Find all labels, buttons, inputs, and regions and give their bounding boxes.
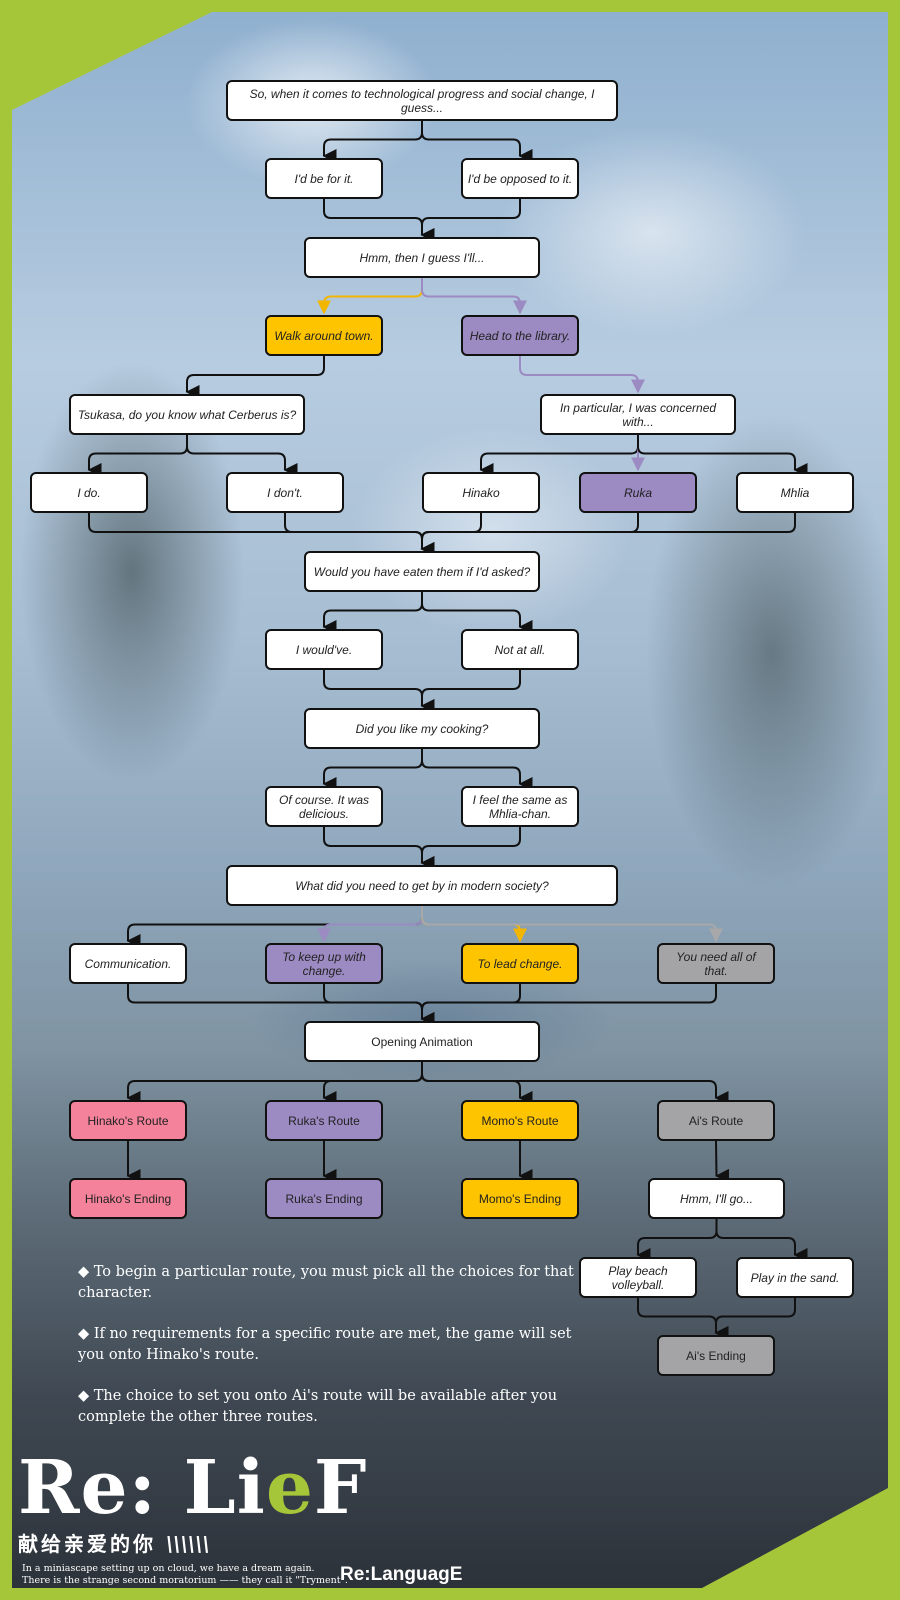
route-notes: ◆ To begin a particular route, you must … bbox=[78, 1262, 583, 1448]
node-comm: Communication. bbox=[69, 943, 187, 984]
edge-q2-to-walk bbox=[317, 278, 423, 315]
edge-q3-to-idont bbox=[186, 435, 298, 477]
node-keep: To keep up with change. bbox=[265, 943, 383, 984]
edge-q4-to-mhlia bbox=[637, 435, 808, 477]
node-ido: I do. bbox=[30, 472, 148, 513]
edge-q3-to-ido bbox=[87, 435, 188, 477]
node-notall: Not at all. bbox=[461, 629, 579, 670]
note-1: ◆ To begin a particular route, you must … bbox=[78, 1264, 574, 1301]
edge-walk-to-q3 bbox=[185, 356, 325, 399]
edge-a2-to-q2 bbox=[420, 199, 521, 242]
edge-a1-to-q2 bbox=[323, 199, 435, 242]
node-q2: Hmm, then I guess I'll... bbox=[304, 237, 540, 278]
node-hr: Hinako's Route bbox=[69, 1100, 187, 1141]
node-same: I feel the same as Mhlia-chan. bbox=[461, 786, 579, 827]
edge-q6-to-same bbox=[421, 749, 533, 791]
edge-q5-to-notall bbox=[421, 592, 533, 634]
edge-op-to-rr bbox=[322, 1062, 423, 1105]
logo-title-part1: Re: Li bbox=[18, 1445, 266, 1531]
logo-slashes: \\\\\\ bbox=[165, 1532, 210, 1556]
node-q3: Tsukasa, do you know what Cerberus is? bbox=[69, 394, 305, 435]
node-ae: Ai's Ending bbox=[657, 1335, 775, 1376]
logo-subtitle-text: 献给亲爱的你 bbox=[18, 1532, 156, 1556]
node-ofc: Of course. It was delicious. bbox=[265, 786, 383, 827]
node-q8: Hmm, I'll go... bbox=[648, 1178, 785, 1219]
node-vb: Play beach volleyball. bbox=[579, 1257, 697, 1298]
node-re: Ruka's Ending bbox=[265, 1178, 383, 1219]
edge-ar-to-q8 bbox=[715, 1140, 730, 1183]
edge-ofc-to-q7 bbox=[323, 827, 435, 870]
edge-q1-to-a2 bbox=[421, 121, 533, 163]
edge-would-to-q6 bbox=[323, 670, 435, 713]
game-logo: Re: LieF 献给亲爱的你 \\\\\\ bbox=[18, 1448, 367, 1557]
edge-q8-to-vb bbox=[636, 1219, 718, 1262]
edge-mhlia-to-q5 bbox=[420, 513, 796, 556]
edge-op-to-ar bbox=[421, 1062, 729, 1105]
node-a2: I'd be opposed to it. bbox=[461, 158, 579, 199]
edge-idont-to-q5 bbox=[284, 513, 435, 556]
note-3: ◆ The choice to set you onto Ai's route … bbox=[78, 1388, 558, 1425]
node-walk: Walk around town. bbox=[265, 315, 383, 356]
edge-notall-to-q6 bbox=[420, 670, 521, 713]
node-a1: I'd be for it. bbox=[265, 158, 383, 199]
node-q4: In particular, I was concerned with... bbox=[540, 394, 736, 435]
logo-subtitle: 献给亲爱的你 \\\\\\ bbox=[18, 1528, 367, 1557]
edge-q5-to-would bbox=[322, 592, 423, 634]
node-q5: Would you have eaten them if I'd asked? bbox=[304, 551, 540, 592]
logo-title: Re: LieF bbox=[18, 1448, 367, 1528]
edges-layer bbox=[87, 121, 808, 1340]
node-would: I would've. bbox=[265, 629, 383, 670]
edge-q7-to-need bbox=[421, 906, 723, 943]
node-ar: Ai's Route bbox=[657, 1100, 775, 1141]
node-lib: Head to the library. bbox=[461, 315, 579, 356]
edge-keep-to-op bbox=[323, 984, 435, 1026]
edge-need-to-op bbox=[420, 984, 717, 1026]
node-q1: So, when it comes to technological progr… bbox=[226, 80, 618, 121]
edge-q4-to-hinako bbox=[479, 435, 639, 477]
node-mr: Momo's Route bbox=[461, 1100, 579, 1141]
note-2: ◆ If no requirements for a specific rout… bbox=[78, 1326, 572, 1363]
logo-title-part3: F bbox=[313, 1445, 368, 1531]
node-hinako: Hinako bbox=[422, 472, 540, 513]
node-sand: Play in the sand. bbox=[736, 1257, 854, 1298]
node-q7: What did you need to get by in modern so… bbox=[226, 865, 618, 906]
logo-tagline-1: In a miniascape setting up on cloud, we … bbox=[22, 1563, 315, 1574]
brand-name: Re:LanguagE bbox=[340, 1564, 463, 1585]
logo-title-part2: e bbox=[265, 1445, 314, 1531]
edge-q6-to-ofc bbox=[322, 749, 423, 791]
edge-q2-to-lib bbox=[421, 278, 527, 315]
node-ruka: Ruka bbox=[579, 472, 697, 513]
edge-vb-to-ae bbox=[637, 1298, 729, 1340]
node-rr: Ruka's Route bbox=[265, 1100, 383, 1141]
node-idont: I don't. bbox=[226, 472, 344, 513]
logo-tagline-2: There is the strange second moratorium —… bbox=[22, 1575, 348, 1586]
node-op: Opening Animation bbox=[304, 1021, 540, 1062]
edge-sand-to-ae bbox=[714, 1298, 796, 1340]
edge-lib-to-q4 bbox=[519, 356, 645, 394]
node-mhlia: Mhlia bbox=[736, 472, 854, 513]
node-me: Momo's Ending bbox=[461, 1178, 579, 1219]
edge-q1-to-a1 bbox=[322, 121, 423, 163]
edge-same-to-q7 bbox=[420, 827, 521, 870]
node-he: Hinako's Ending bbox=[69, 1178, 187, 1219]
node-need: You need all of that. bbox=[657, 943, 775, 984]
node-lead: To lead change. bbox=[461, 943, 579, 984]
edge-q8-to-sand bbox=[715, 1219, 808, 1262]
node-q6: Did you like my cooking? bbox=[304, 708, 540, 749]
edge-q7-to-keep bbox=[317, 906, 423, 943]
